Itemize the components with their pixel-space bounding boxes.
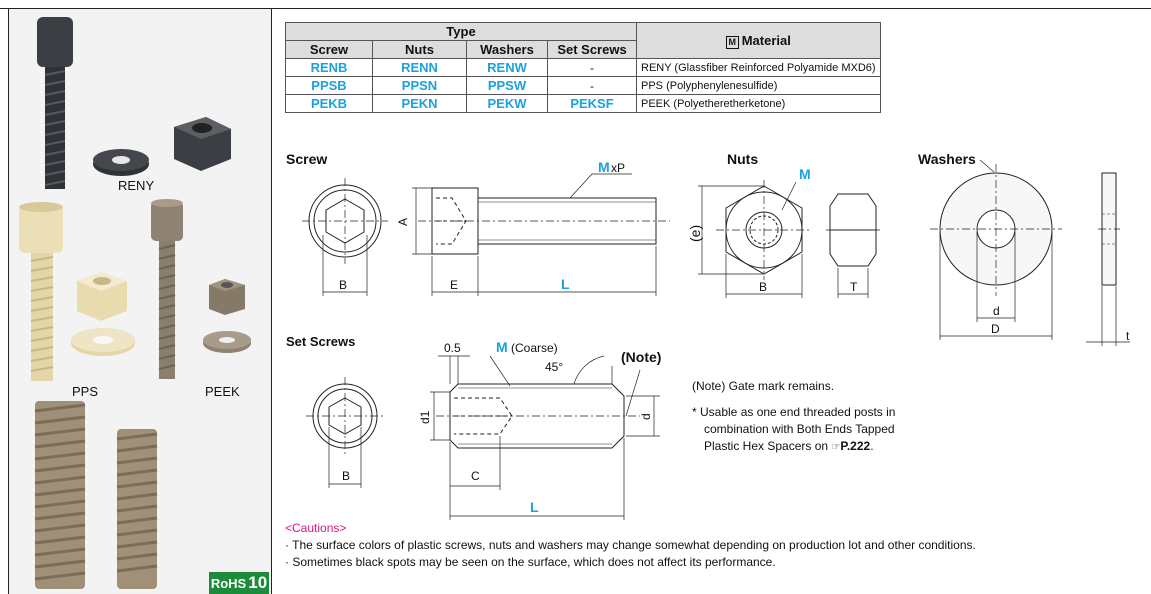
top-rule: [0, 8, 1151, 9]
usable-note-line-3: Plastic Hex Spacers on ☞P.222.: [704, 439, 874, 453]
cell-nuts: PEKN: [372, 94, 467, 113]
washer-side-view: [1086, 172, 1130, 346]
set-dim-L: L: [530, 499, 539, 515]
cautions-section: <Cautions> · The surface colors of plast…: [285, 520, 976, 571]
nuts-title: Nuts: [727, 151, 759, 167]
cell-material: PEEK (Polyetheretherketone): [636, 94, 881, 113]
set-dim-d: d: [639, 413, 653, 420]
photo-label-peek: PEEK: [205, 384, 240, 399]
cell-screw: RENB: [285, 58, 373, 77]
screw-dim-M: M: [598, 159, 610, 175]
pps-nut-photo: [77, 272, 127, 321]
set-screw-front-view: [306, 377, 384, 488]
table-row: RENB RENN RENW - RENY (Glassfiber Reinfo…: [285, 58, 881, 77]
reny-washer-photo: [93, 149, 149, 176]
set-dim-B: B: [342, 469, 350, 483]
page-ref-link[interactable]: P.222: [840, 439, 871, 453]
nut-dim-e: (e): [687, 225, 703, 242]
screw-dim-E: E: [450, 278, 458, 292]
peek-screw-photo: [151, 199, 183, 379]
washer-front-view: [930, 159, 1062, 340]
table-row: PEKB PEKN PEKW PEKSF PEEK (Polyetherethe…: [285, 94, 881, 113]
page-ref-icon: ☞: [831, 442, 841, 453]
nut-dim-M: M: [799, 166, 811, 182]
cautions-title: <Cautions>: [285, 521, 347, 535]
set-screws-title: Set Screws: [286, 334, 356, 349]
cell-washers: PEKW: [466, 94, 548, 113]
usable-note-line-1: * Usable as one end threaded posts in: [692, 405, 896, 419]
washer-dim-d: d: [993, 304, 1000, 318]
cell-set-screws: PEKSF: [547, 94, 637, 113]
set-screw-side-view: [430, 355, 660, 520]
screw-title: Screw: [286, 151, 328, 167]
set-dim-0-5: 0.5: [444, 341, 461, 355]
usable-note-line-2: combination with Both Ends Tapped: [704, 422, 895, 436]
screw-side-view: [412, 173, 670, 296]
nut-front-view: [698, 180, 812, 298]
reny-nut-photo: [174, 117, 231, 171]
cell-screw: PEKB: [285, 94, 373, 113]
set-dim-C: C: [471, 469, 480, 483]
peek-nut-photo: [209, 279, 245, 315]
screw-dim-xP: xP: [611, 161, 625, 175]
pps-screw-photo: [19, 202, 63, 381]
pps-washer-photo: [71, 328, 135, 356]
col-washers: Washers: [466, 40, 548, 59]
nut-dim-T: T: [850, 280, 858, 294]
type-header: Type: [285, 22, 637, 41]
material-m-icon: M: [725, 35, 739, 49]
set-dim-d1: d1: [418, 410, 432, 424]
usable-note: * Usable as one end threaded posts in co…: [692, 404, 895, 456]
col-set-screws: Set Screws: [547, 40, 637, 59]
reny-screw-photo: [37, 17, 73, 189]
nut-side-view: [826, 193, 880, 298]
set-dim-coarse: (Coarse): [511, 341, 558, 355]
peek-set-screw-small-photo: [116, 429, 158, 589]
peek-washer-photo: [203, 331, 251, 353]
product-photos: [19, 17, 251, 589]
screw-dim-A: A: [396, 218, 410, 226]
washer-dim-t: t: [1126, 329, 1130, 343]
screw-front-view: [302, 178, 388, 296]
peek-set-screw-large-photo: [34, 401, 86, 589]
caution-line-2: · Sometimes black spots may be seen on t…: [285, 555, 776, 569]
nut-dim-B: B: [759, 280, 767, 294]
screw-dim-B: B: [339, 278, 347, 292]
washers-title: Washers: [918, 151, 976, 167]
screw-dim-L: L: [561, 276, 570, 292]
set-dim-angle: 45°: [545, 360, 563, 374]
washer-dim-D: D: [991, 322, 1000, 336]
photo-label-pps: PPS: [72, 384, 99, 399]
gate-mark-note: (Note) Gate mark remains.: [692, 379, 835, 393]
caution-line-1: · The surface colors of plastic screws, …: [285, 538, 976, 552]
photo-label-reny: RENY: [118, 178, 155, 193]
set-dim-M: M: [496, 339, 508, 355]
set-dim-note: (Note): [621, 349, 661, 365]
